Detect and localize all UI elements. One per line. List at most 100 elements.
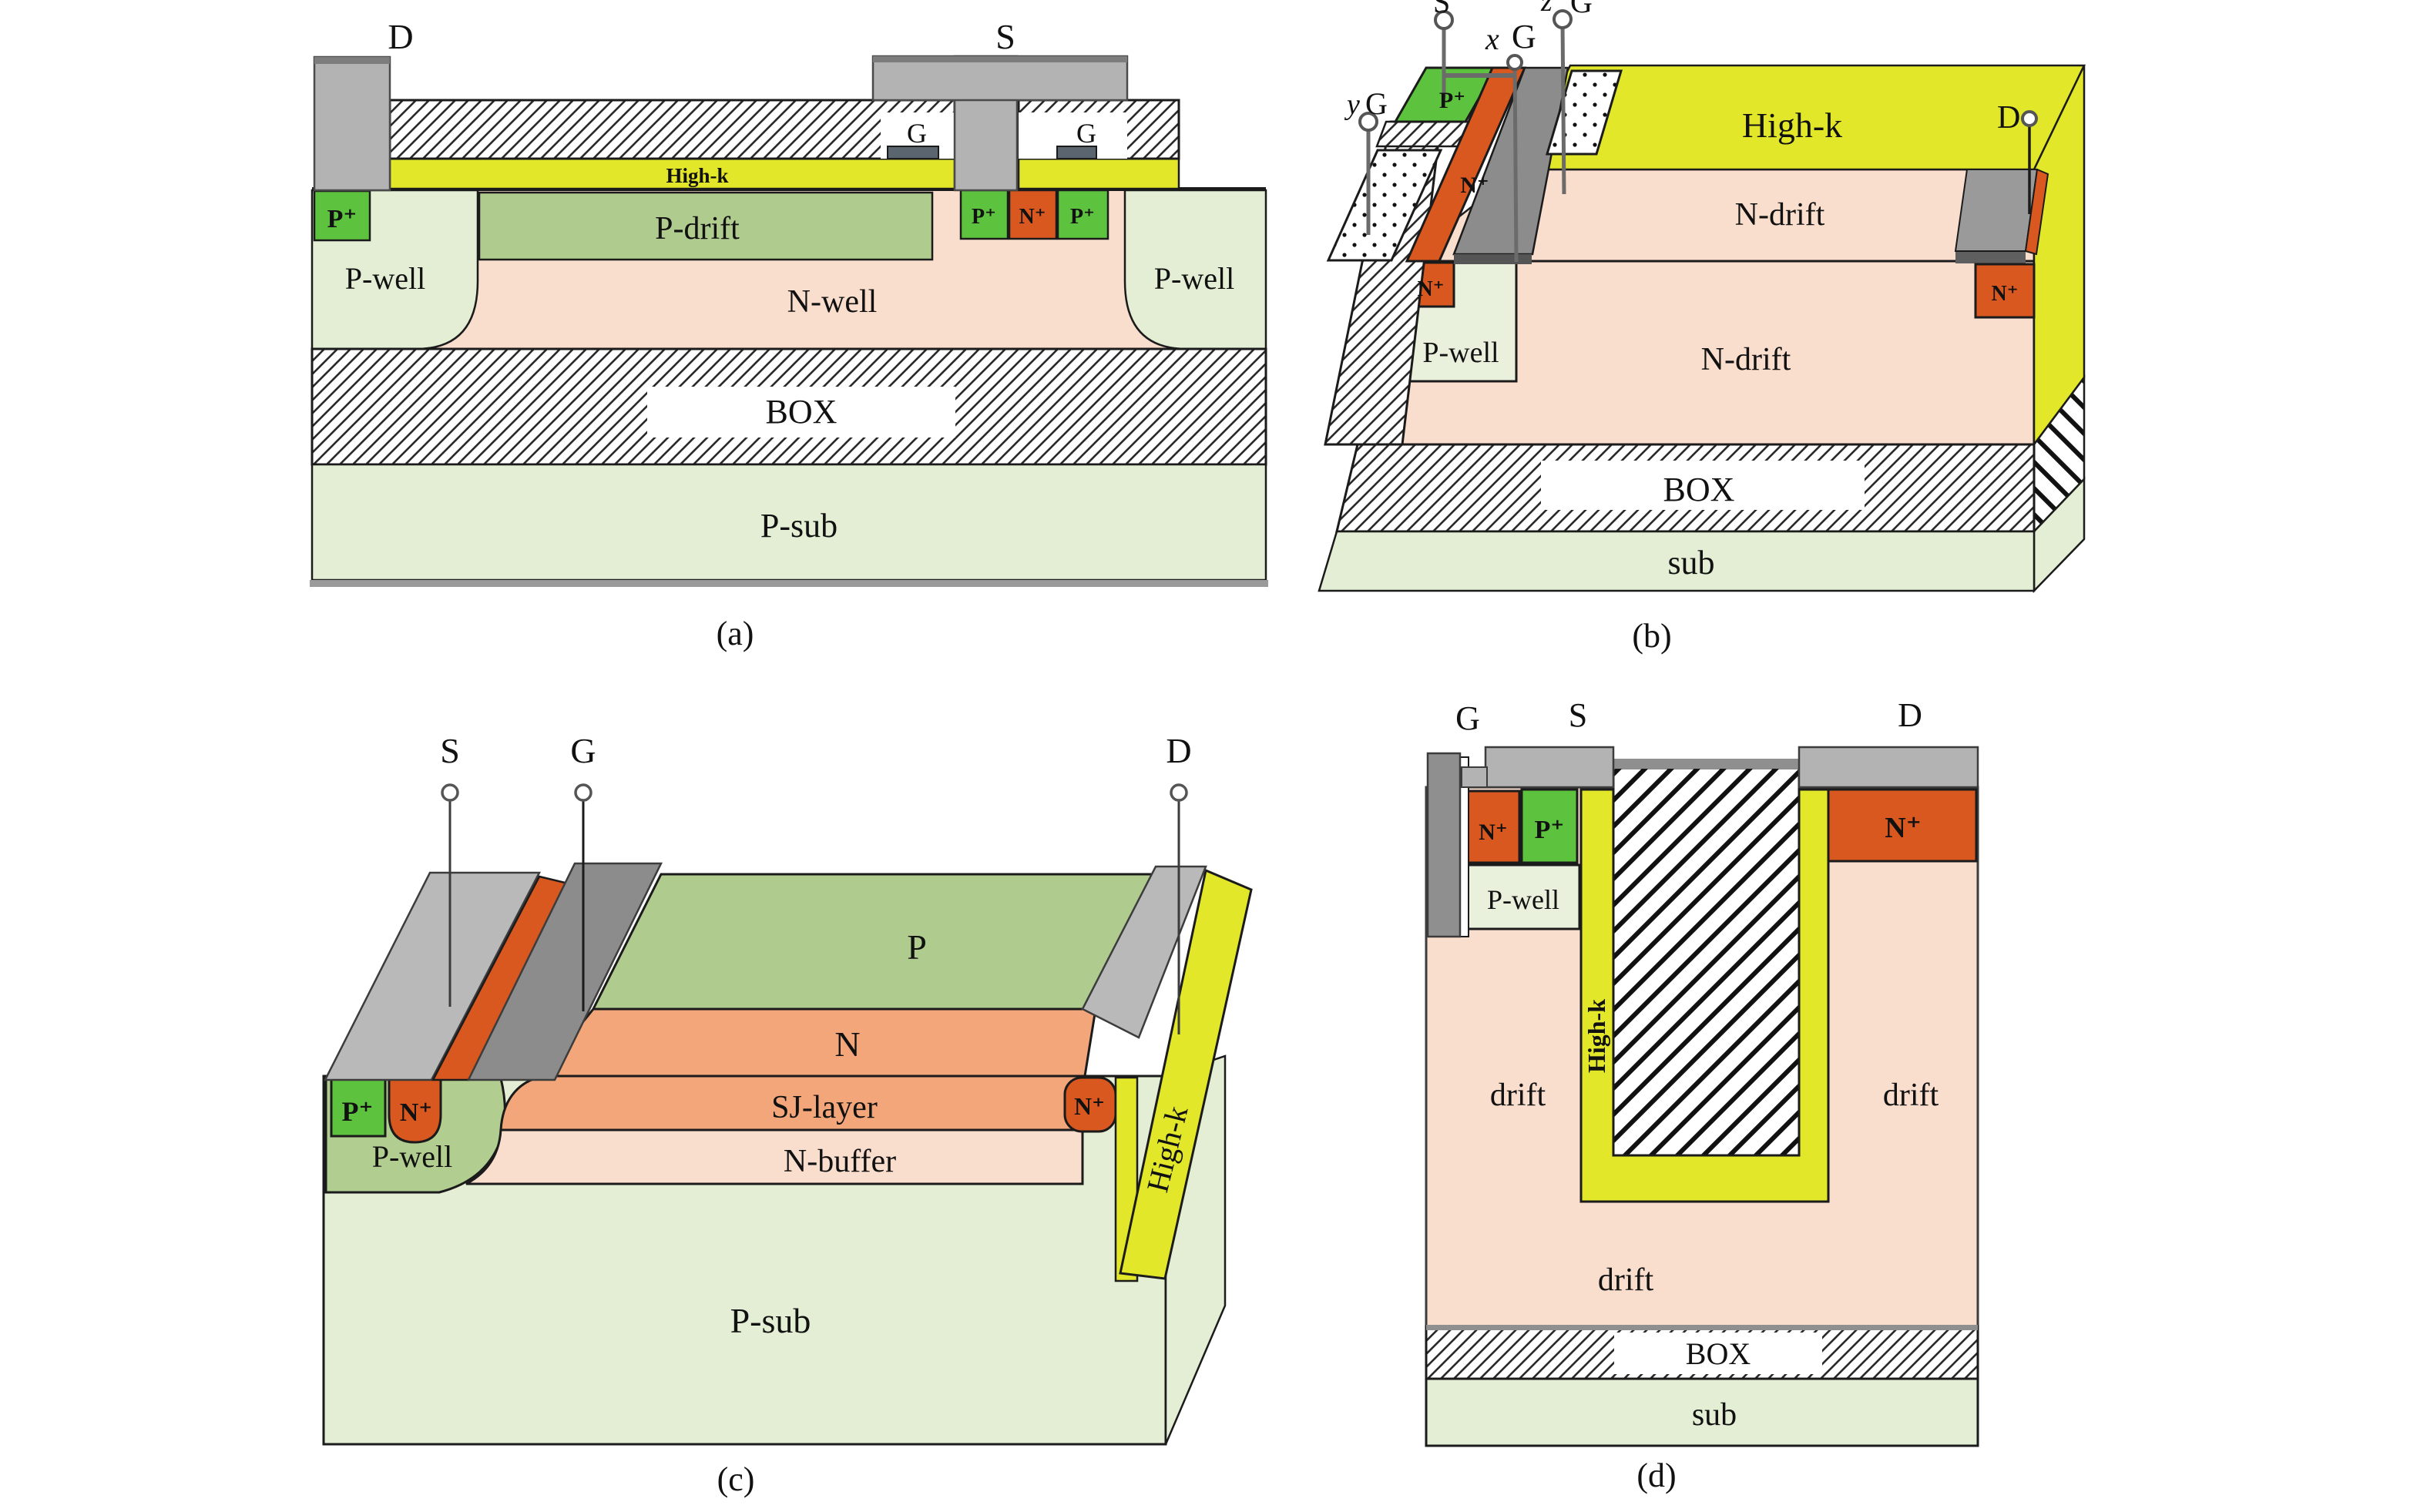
base-strip	[310, 580, 1268, 587]
gate-electrode-bar	[1426, 752, 1462, 938]
p-well-right-label: P-well	[1154, 261, 1234, 296]
z-gate-pin-line	[1560, 22, 1566, 195]
n-plus-source-region	[1466, 790, 1521, 864]
p-well-left-label: P-well	[345, 261, 425, 296]
p-drift-region	[478, 191, 934, 261]
z-gate-pin	[1553, 9, 1573, 29]
panel-b: y G S x G z G D P⁺ N⁺ High-k N-drift N⁺ …	[1318, 0, 2086, 655]
box-label: BOX	[1686, 1336, 1751, 1371]
p-plus-label: P⁺	[1535, 816, 1565, 844]
x-gate-pin	[1506, 54, 1523, 71]
n-plus-drain-region	[1827, 788, 1978, 863]
p-well-label: P-well	[372, 1139, 452, 1174]
x-gate-label: G	[1512, 18, 1536, 55]
drain-bar-orange-edge	[2024, 168, 2049, 256]
n-plus-source-region	[388, 1077, 442, 1144]
gate-label-left: G	[907, 118, 927, 149]
p-drift-label: P-drift	[655, 211, 740, 246]
high-k-label: High-k	[666, 164, 728, 187]
box-top-edge	[1426, 1325, 1978, 1330]
high-k-label: High-k	[1742, 106, 1842, 145]
n-plus-drain-label: N⁺	[1885, 812, 1922, 844]
n-drift-top-label: N-drift	[1735, 197, 1825, 233]
box-label: BOX	[1663, 471, 1735, 508]
drain-terminal-label: D	[1166, 731, 1191, 770]
source-metal-bar	[1484, 746, 1615, 789]
p-well-label: P-well	[1487, 884, 1559, 915]
n-layer-face	[536, 1007, 1097, 1078]
gate-electrode-left	[887, 146, 939, 159]
gate-metal-column	[1452, 66, 1569, 256]
n-buffer-region	[465, 1128, 1084, 1185]
z-axis-label: z	[1540, 0, 1553, 18]
n-well-label: N-well	[787, 284, 878, 320]
n-plus-label: N⁺	[1019, 205, 1046, 229]
drain-bar-strip	[1955, 251, 2026, 263]
source-terminal-label: S	[440, 731, 460, 770]
p-plus-left-label: P⁺	[972, 205, 996, 229]
x-axis-label: x	[1485, 22, 1499, 56]
oxide-left	[388, 99, 956, 160]
p-layer-top-surface	[591, 873, 1162, 1011]
high-k-layer-right	[1017, 157, 1180, 190]
drain-terminal-label: D	[1997, 100, 2020, 136]
y-axis-label: y	[1344, 89, 1360, 121]
gate-label-right: G	[1076, 118, 1096, 149]
n-layer-label: N	[834, 1024, 860, 1064]
source-metal-slab	[323, 871, 542, 1081]
panel-a: D S G G High-k P⁺ P-drift P-well P-well …	[310, 17, 1268, 652]
gate-pin	[574, 783, 592, 802]
source-metal-step	[1461, 766, 1488, 788]
n-plus-source-label: N⁺	[1479, 820, 1508, 845]
p-sub-label: P-sub	[760, 507, 838, 545]
n-plus-drain-front	[1974, 263, 2036, 319]
p-plus-region	[1520, 788, 1579, 864]
high-k-wall	[1119, 868, 1253, 1280]
p-layer-label: P	[907, 927, 927, 967]
source-terminal-label: S	[1569, 696, 1587, 734]
sub-label: sub	[1692, 1397, 1737, 1433]
p-plus-right-label: P⁺	[1070, 205, 1095, 229]
panel-c: S G D P N SJ-layer N-buffer P⁺ N⁺ P-well…	[322, 731, 1253, 1498]
gate-metal-slab	[466, 862, 663, 1081]
n-plus-contact	[1008, 189, 1058, 240]
z-gate-dielectric-pad	[1545, 69, 1623, 156]
drift-left-label: drift	[1490, 1078, 1546, 1113]
p-plus-label: P⁺	[342, 1096, 374, 1127]
gate-bottom-strip	[1454, 254, 1532, 264]
z-gate-label: G	[1570, 0, 1593, 19]
n-drift-front-label: N-drift	[1701, 342, 1791, 377]
p-plus-pad-label: P⁺	[1439, 88, 1465, 113]
drain-metal	[313, 55, 391, 192]
sub-region	[1425, 1377, 1979, 1447]
p-plus-source-region	[313, 189, 371, 242]
drift-right-label: drift	[1883, 1078, 1939, 1113]
trench-cap-strip	[1613, 759, 1799, 769]
panel-d: G S D N⁺ P⁺ P-well N⁺ High-k drift drift…	[1425, 696, 1979, 1494]
drain-metal-bar	[1798, 746, 1979, 789]
caption-c: (c)	[717, 1460, 755, 1498]
caption-d: (d)	[1636, 1457, 1676, 1494]
caption-a: (a)	[717, 615, 754, 652]
p-plus-source-region	[330, 1077, 387, 1138]
x-gate-pin-line	[1512, 65, 1519, 263]
drain-metal-cap	[314, 57, 390, 64]
drain-terminal-label: D	[1898, 696, 1922, 734]
n-buffer-label: N-buffer	[784, 1144, 896, 1179]
box-label-chip	[1541, 461, 1865, 510]
source-terminal-label: S	[995, 17, 1015, 56]
y-gate-label: G	[1365, 86, 1388, 121]
caption-b: (b)	[1632, 617, 1671, 655]
drain-terminal-label: D	[388, 17, 413, 56]
source-metal-bar	[871, 55, 1129, 102]
sub-front-face	[1318, 530, 2036, 592]
p-sub-region	[311, 463, 1267, 582]
box-label-chip	[647, 387, 955, 438]
p-plus-source-label: P⁺	[327, 205, 358, 233]
p-well-label: P-well	[1422, 337, 1499, 369]
gate-terminal-label: G	[570, 731, 596, 770]
gate-terminal-label: G	[1455, 699, 1480, 737]
sj-layer-label: SJ-layer	[771, 1090, 878, 1125]
box-label: BOX	[766, 393, 838, 431]
